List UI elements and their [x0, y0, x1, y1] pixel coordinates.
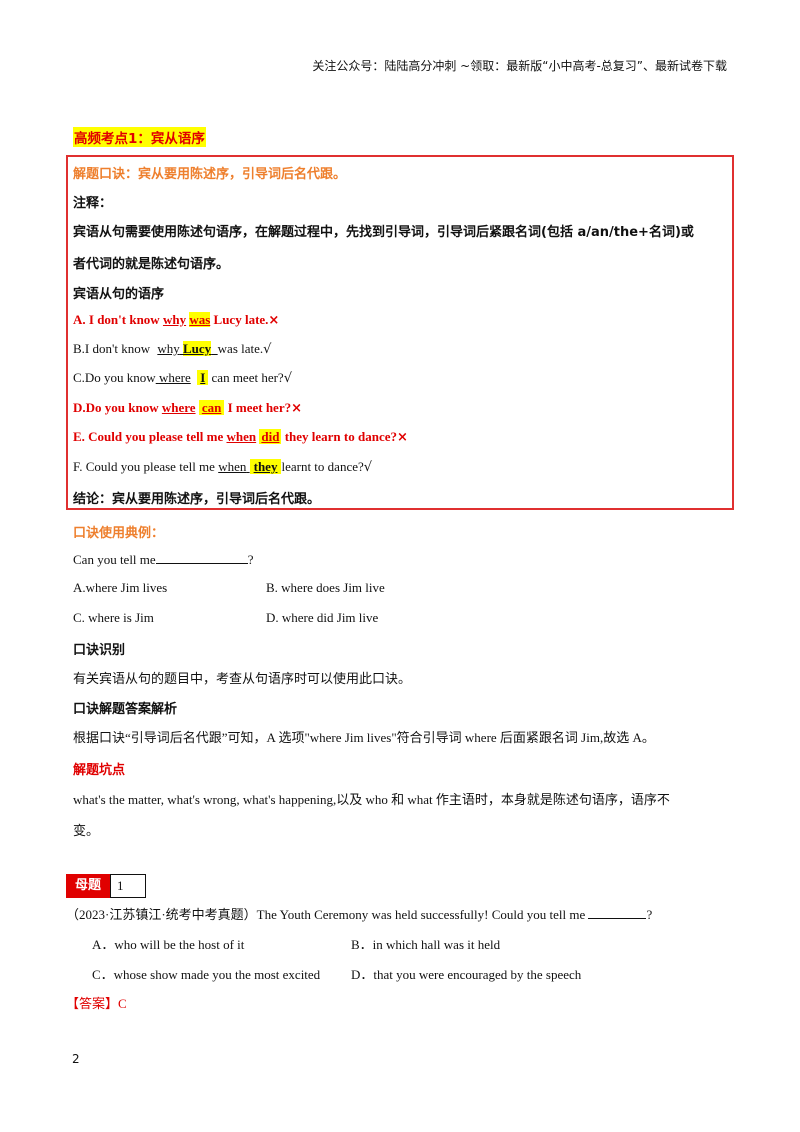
- analysis-text: 根据口诀“引导词后名代跟”可知，A 选项"where Jim lives"符合引…: [73, 730, 655, 745]
- usage-option-c: C. where is Jim: [73, 610, 154, 625]
- usage-label: 口诀使用典例：: [73, 526, 165, 541]
- note-line-1: 宾语从句需要使用陈述句语序，在解题过程中，先找到引导词，引导词后紧跟名词(包括 …: [73, 225, 694, 240]
- usage-question-pre: Can you tell me: [73, 552, 156, 567]
- usage-option-d: D. where did Jim live: [266, 610, 379, 625]
- right-mark: √: [263, 342, 272, 357]
- note-line-2: 者代词的就是陈述句语序。: [73, 257, 230, 272]
- answer-blank: [155, 551, 248, 564]
- example-b-post: was late.: [217, 341, 264, 356]
- mother-option-d: D．that you were encouraged by the speech: [351, 967, 582, 982]
- right-mark: √: [283, 371, 293, 386]
- mother-problem-label: 母题: [66, 874, 110, 898]
- example-c-word2: I: [197, 370, 209, 385]
- example-e: E. Could you please tell me when did the…: [73, 429, 408, 445]
- example-a-pre: A. I don't know: [73, 312, 163, 327]
- example-d: D.Do you know where can I meet her?×: [73, 400, 302, 416]
- example-d-word1: where: [161, 400, 196, 415]
- section-title: 高频考点1：宾从语序: [73, 127, 206, 147]
- example-f-post: learnt to dance?: [281, 459, 364, 474]
- analysis-label: 口诀解题答案解析: [73, 702, 178, 717]
- answer-value: C: [118, 996, 127, 1011]
- example-a-post: Lucy late.: [213, 312, 269, 327]
- example-a-word1: why: [162, 312, 187, 327]
- usage-option-a: A.where Jim lives: [73, 580, 168, 595]
- usage-question-post: ?: [247, 552, 254, 567]
- wrong-mark: ×: [268, 313, 280, 328]
- example-b-word1: why: [157, 341, 180, 356]
- mother-option-b: B．in which hall was it held: [351, 937, 501, 952]
- mother-problem-number: 1: [110, 874, 146, 898]
- example-e-word1: when: [226, 429, 257, 444]
- order-label: 宾语从句的语序: [73, 287, 165, 302]
- example-e-word2: did: [259, 429, 282, 444]
- usage-option-b: B. where does Jim live: [266, 580, 385, 595]
- mother-question: （2023·江苏镇江·统考中考真题）The Youth Ceremony was…: [66, 904, 652, 923]
- answer-label: 【答案】: [66, 997, 119, 1012]
- pitfall-label: 解题坑点: [73, 763, 126, 778]
- wrong-mark: ×: [291, 401, 302, 416]
- mother-option-a: A．who will be the host of it: [92, 937, 245, 952]
- wrong-mark: ×: [396, 430, 408, 445]
- usage-question: Can you tell me?: [73, 551, 253, 568]
- pitfall-line-1: what's the matter, what's wrong, what's …: [73, 792, 670, 807]
- example-c: C.Do you know where I can meet her?√: [73, 370, 292, 386]
- mother-question-post: ?: [646, 907, 653, 922]
- example-f-word2: they: [249, 459, 282, 474]
- mother-option-c: C．whose show made you the most excited: [92, 967, 321, 982]
- identify-label: 口诀识别: [73, 643, 126, 658]
- example-a: A. I don't know why was Lucy late.×: [73, 312, 279, 328]
- answer-line: 【答案】C: [66, 993, 127, 1012]
- note-label: 注释：: [73, 196, 113, 211]
- example-f-word1: when: [218, 459, 247, 474]
- example-d-word2: can: [198, 400, 225, 415]
- mother-problem-tag: 母题 1: [66, 874, 146, 898]
- identify-text: 有关宾语从句的题目中，考查从句语序时可以使用此口诀。: [73, 672, 412, 687]
- example-d-post: I meet her?: [224, 400, 292, 415]
- example-b: B.I don't know why Lucy was late.√: [73, 341, 271, 357]
- mother-question-pre: （2023·江苏镇江·统考中考真题）The Youth Ceremony was…: [66, 907, 589, 922]
- page-header: 关注公众号：陆陆高分冲刺 ~领取：最新版“小中高考-总复习”、最新试卷下载: [312, 59, 727, 73]
- example-b-pre: B.I don't know: [73, 341, 154, 356]
- rule-box: [66, 155, 734, 510]
- example-f-pre: F. Could you please tell me: [73, 459, 219, 474]
- pitfall-line-2: 变。: [73, 824, 100, 839]
- example-d-pre: D.Do you know: [73, 400, 162, 415]
- example-a-word2: was: [189, 312, 211, 327]
- right-mark: √: [363, 460, 373, 475]
- example-c-word1: where: [158, 370, 191, 385]
- koujue-line: 解题口诀：宾从要用陈述序，引导词后名代跟。: [73, 167, 347, 182]
- conclusion: 结论：宾从要用陈述序，引导词后名代跟。: [73, 492, 321, 507]
- answer-blank: [588, 906, 647, 919]
- example-c-post: can meet her?: [211, 370, 284, 385]
- example-e-post: they learn to dance?: [284, 429, 397, 444]
- example-b-word2: Lucy: [182, 341, 212, 356]
- example-c-pre: C.Do you know: [73, 370, 156, 385]
- page-number: 2: [72, 1052, 80, 1066]
- example-e-pre: E. Could you please tell me: [73, 429, 227, 444]
